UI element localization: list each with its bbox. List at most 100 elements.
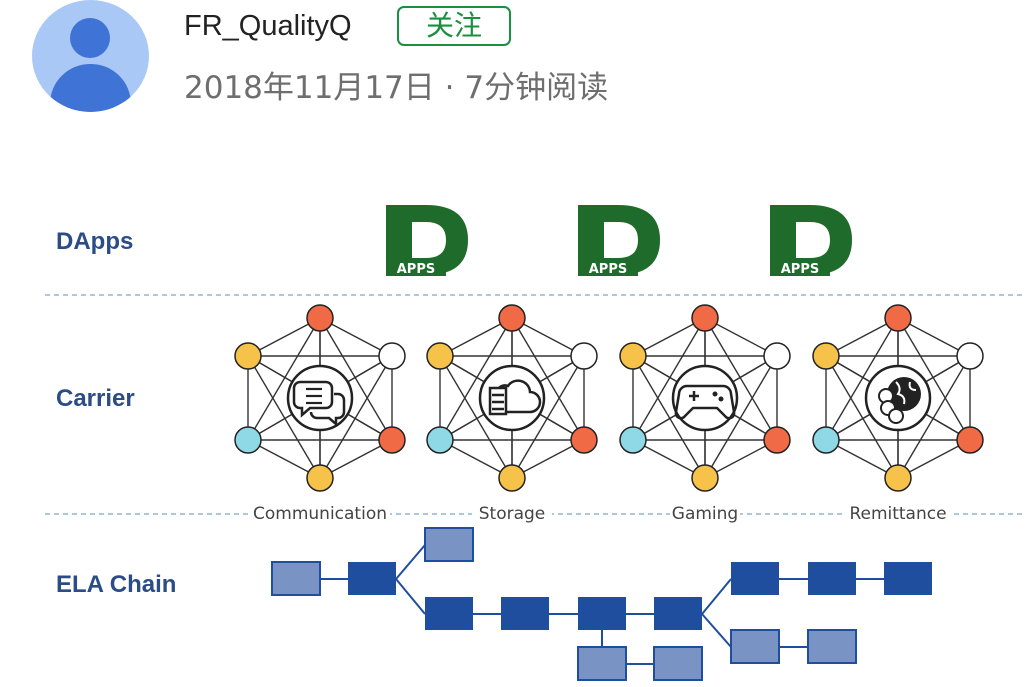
dapp-logo-letter: D [579, 180, 580, 181]
network-node [812, 342, 840, 370]
network-node [884, 464, 912, 492]
dapp-logo-bowl [406, 205, 468, 275]
network-edge [247, 355, 321, 479]
follow-button[interactable]: 关注 [397, 6, 511, 46]
layer-label-carrier: Carrier [56, 385, 135, 412]
dapp-logo-band [386, 260, 446, 276]
dapp-logo-band [578, 260, 638, 276]
network-node [956, 426, 984, 454]
chain-block-main [808, 562, 856, 595]
network-node [570, 342, 598, 370]
network-node [234, 342, 262, 370]
avatar-body [50, 64, 131, 112]
network-node [691, 464, 719, 492]
chain-block-main [425, 597, 473, 630]
button-b [718, 396, 724, 402]
chain-block-main [348, 562, 396, 595]
network-node [884, 304, 912, 332]
carrier-network [426, 304, 598, 492]
chain-block-fork [730, 629, 780, 664]
button-a [712, 391, 718, 397]
network-edge [704, 355, 778, 479]
dapp-logo-stem [770, 205, 790, 275]
network-node [619, 342, 647, 370]
carrier-label-communication: Communication [253, 504, 387, 524]
dapp-logo-stem [578, 205, 598, 275]
network-edge [704, 317, 778, 441]
chain-block-main [578, 597, 626, 630]
chain-block-main [501, 597, 549, 630]
network-node [619, 426, 647, 454]
network-node [378, 426, 406, 454]
dapp-logo: APPS D [770, 180, 852, 277]
layer-label-dapps: DApps [56, 228, 134, 255]
cloud-shape [494, 379, 542, 414]
network-node [812, 426, 840, 454]
network-edge [825, 317, 899, 441]
dapp-logo-text: APPS [397, 262, 435, 277]
carrier-network [812, 304, 984, 492]
gamepad-body [674, 384, 736, 420]
gamepad-icon [674, 384, 736, 420]
network-node [426, 426, 454, 454]
network-node [498, 304, 526, 332]
chain-block-fork [577, 646, 627, 681]
network-edge [632, 317, 706, 441]
chain-block-fork [653, 646, 703, 681]
network-node [956, 342, 984, 370]
dapp-logo: APPS D [578, 180, 660, 277]
chain-link [701, 613, 732, 648]
network-node [570, 426, 598, 454]
article-header: FR_QualityQ 关注 2018年11月17日 · 7分钟阅读 [0, 0, 1026, 120]
carrier-label-bg [472, 502, 552, 524]
chat-bubbles-icon [292, 380, 346, 427]
globe-money-icon [878, 377, 921, 424]
network-node [234, 426, 262, 454]
dapp-logo-text: APPS [781, 262, 819, 277]
carrier-label-gaming: Gaming [672, 504, 738, 524]
dapp-logo-letter: D [771, 180, 772, 181]
chain-block-main [884, 562, 932, 595]
carrier-network [619, 304, 791, 492]
author-avatar[interactable] [32, 0, 149, 112]
network-edge [897, 317, 971, 441]
network-node [498, 464, 526, 492]
dapp-logo-letter: D [387, 180, 388, 181]
network-edge [897, 355, 971, 479]
network-node [763, 426, 791, 454]
network-edge [247, 317, 321, 441]
carrier-label-bg [843, 502, 953, 524]
cloud-storage-icon [488, 379, 542, 416]
network-edge [825, 355, 899, 479]
network-node [306, 304, 334, 332]
chain-block-fork [271, 561, 321, 596]
chain-link [701, 578, 732, 615]
carrier-label-bg [670, 502, 740, 524]
chain-block-main [654, 597, 702, 630]
dapp-logo-text: APPS [589, 262, 627, 277]
network-edge [439, 317, 513, 441]
network-edge [511, 317, 585, 441]
network-hub [671, 364, 739, 432]
dapp-logo-bowl [790, 205, 852, 275]
network-node [426, 342, 454, 370]
network-edge [439, 355, 513, 479]
network-node [306, 464, 334, 492]
network-edge [632, 355, 706, 479]
globe-continents [895, 381, 917, 405]
network-edge [319, 355, 393, 479]
network-node [691, 304, 719, 332]
author-name[interactable]: FR_QualityQ [184, 10, 352, 42]
layer-label-chain: ELA Chain [56, 571, 177, 598]
chain-link [395, 578, 426, 615]
avatar-head [70, 18, 110, 58]
chain-block-fork [424, 527, 474, 562]
article-meta: 2018年11月17日 · 7分钟阅读 [184, 70, 609, 106]
dapp-logo: APPS D [386, 180, 468, 277]
coin [888, 408, 904, 424]
chat-bubble [292, 380, 334, 418]
elastos-architecture-diagram: DApps Carrier ELA Chain APPS D APPS D APPS D C… [0, 180, 1026, 687]
network-node [763, 342, 791, 370]
network-edge [319, 317, 393, 441]
